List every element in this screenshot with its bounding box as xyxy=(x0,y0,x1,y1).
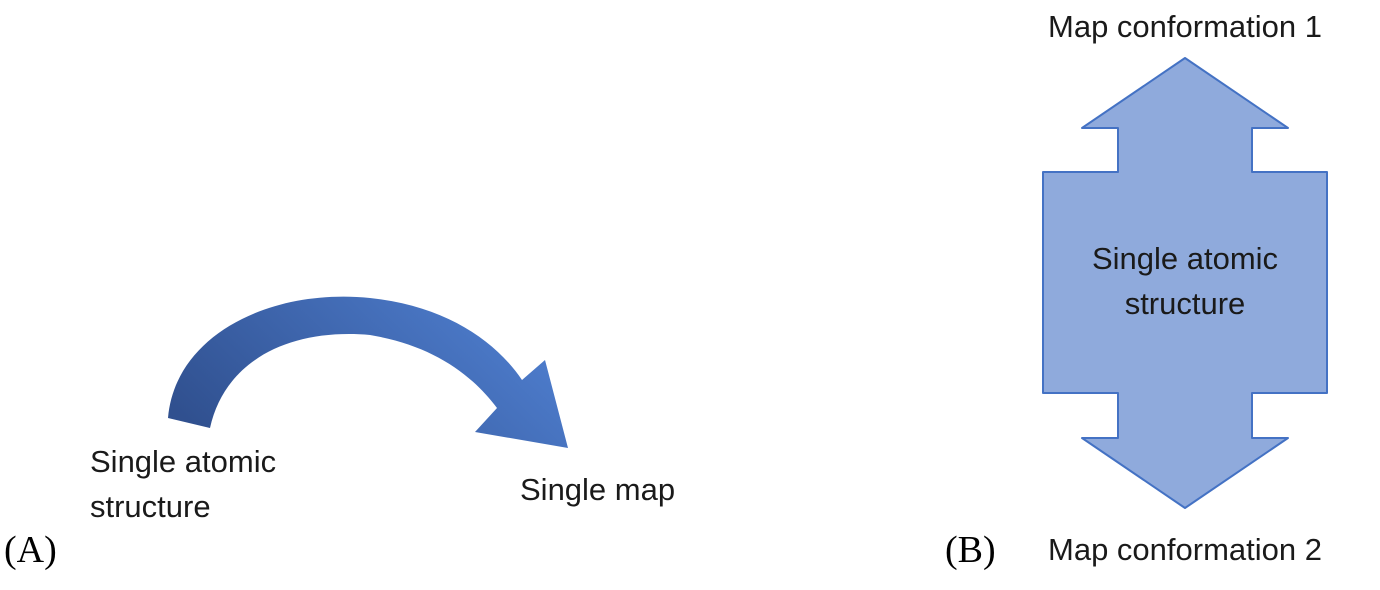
curved-arrow-shape xyxy=(168,296,568,448)
double-arrow-shape xyxy=(1042,57,1328,509)
panel-b: Map conformation 1 Single atomic structu… xyxy=(760,0,1380,590)
panel-b-center-line2: structure xyxy=(1124,285,1246,321)
panel-b-bottom-text: Map conformation 2 xyxy=(1048,532,1322,567)
panel-a-source-line2: structure xyxy=(90,488,211,524)
curved-arrow-icon xyxy=(168,296,568,448)
panel-a-label: (A) xyxy=(4,529,57,571)
panel-a: Single atomic structure Single map (A) xyxy=(4,296,676,571)
panel-b-center-text: Single atomic structure xyxy=(1092,237,1278,327)
panel-b-center-line1: Single atomic xyxy=(1091,241,1279,276)
panel-b-label: (B) xyxy=(945,529,996,571)
panel-b-top-text: Map conformation 1 xyxy=(1048,9,1322,44)
panel-a-source-line1: Single atomic xyxy=(90,444,277,479)
panel-a-target-text: Single map xyxy=(520,472,676,507)
double-arrow-icon xyxy=(1042,57,1328,509)
panel-a-source-text: Single atomic structure xyxy=(90,440,276,530)
